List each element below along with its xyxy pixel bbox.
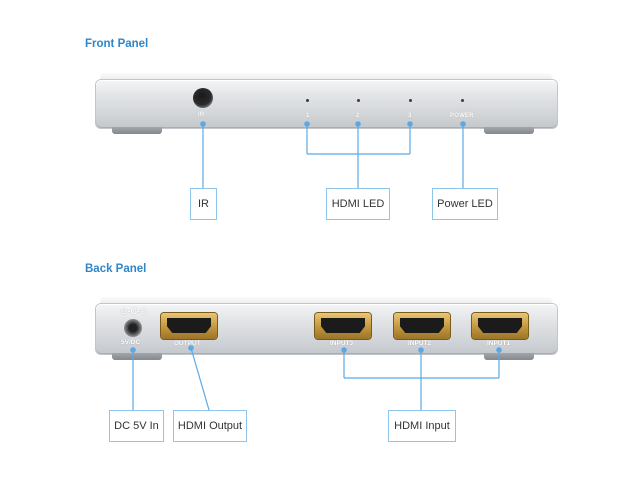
output-leader-dot xyxy=(188,345,194,351)
front-foot-right xyxy=(484,127,534,134)
polarity-symbol-icon: ⊖-C-⊕ xyxy=(120,306,148,316)
power-led-dot xyxy=(461,99,464,102)
hdmi-led-callout: HDMI LED xyxy=(326,188,390,220)
hdmi-input3-port xyxy=(315,313,371,339)
led-1-label: 1 xyxy=(306,113,310,119)
input1-panel-label: INPUT1 xyxy=(487,340,511,347)
back-device-top xyxy=(100,297,552,306)
ir-leader-dot xyxy=(200,121,206,127)
ir-panel-label: IR xyxy=(198,112,205,118)
ir-receiver-window xyxy=(193,88,213,108)
power-leader-dot xyxy=(460,121,466,127)
hdmi-output-callout: HDMI Output xyxy=(173,410,247,442)
output-leader-line xyxy=(190,347,210,411)
input2-panel-label: INPUT2 xyxy=(408,340,432,347)
input1-leader-dot xyxy=(496,347,502,353)
ir-callout: IR xyxy=(190,188,217,220)
input3-panel-label: INPUT3 xyxy=(330,340,354,347)
dc-panel-label: 5V/DC xyxy=(121,339,141,346)
led-3-label: 3 xyxy=(408,113,412,119)
front-foot-left xyxy=(112,127,162,134)
dc-leader-dot xyxy=(130,347,136,353)
dc-power-jack xyxy=(124,319,142,337)
hdmi-output-port xyxy=(161,313,217,339)
front-device-body xyxy=(96,80,557,128)
led-2-label: 2 xyxy=(356,113,360,119)
hdmi-input-callout: HDMI Input xyxy=(388,410,456,442)
back-foot-right xyxy=(484,353,534,360)
led-2-leader-dot xyxy=(355,121,361,127)
front-device-top xyxy=(100,73,552,82)
hdmi-input2-port xyxy=(394,313,450,339)
power-panel-label: POWER xyxy=(450,113,474,119)
led-2-dot xyxy=(357,99,360,102)
input2-leader-dot xyxy=(418,347,424,353)
led-3-dot xyxy=(409,99,412,102)
back-foot-left xyxy=(112,353,162,360)
input3-leader-dot xyxy=(341,347,347,353)
hdmi-input1-port xyxy=(472,313,528,339)
output-panel-label: OUTPUT xyxy=(174,340,201,347)
led-1-leader-dot xyxy=(304,121,310,127)
dc-5v-in-callout: DC 5V In xyxy=(109,410,164,442)
front-panel-title: Front Panel xyxy=(85,38,149,50)
led-1-dot xyxy=(306,99,309,102)
back-panel-title: Back Panel xyxy=(85,263,147,275)
power-led-callout: Power LED xyxy=(432,188,498,220)
led-3-leader-dot xyxy=(407,121,413,127)
